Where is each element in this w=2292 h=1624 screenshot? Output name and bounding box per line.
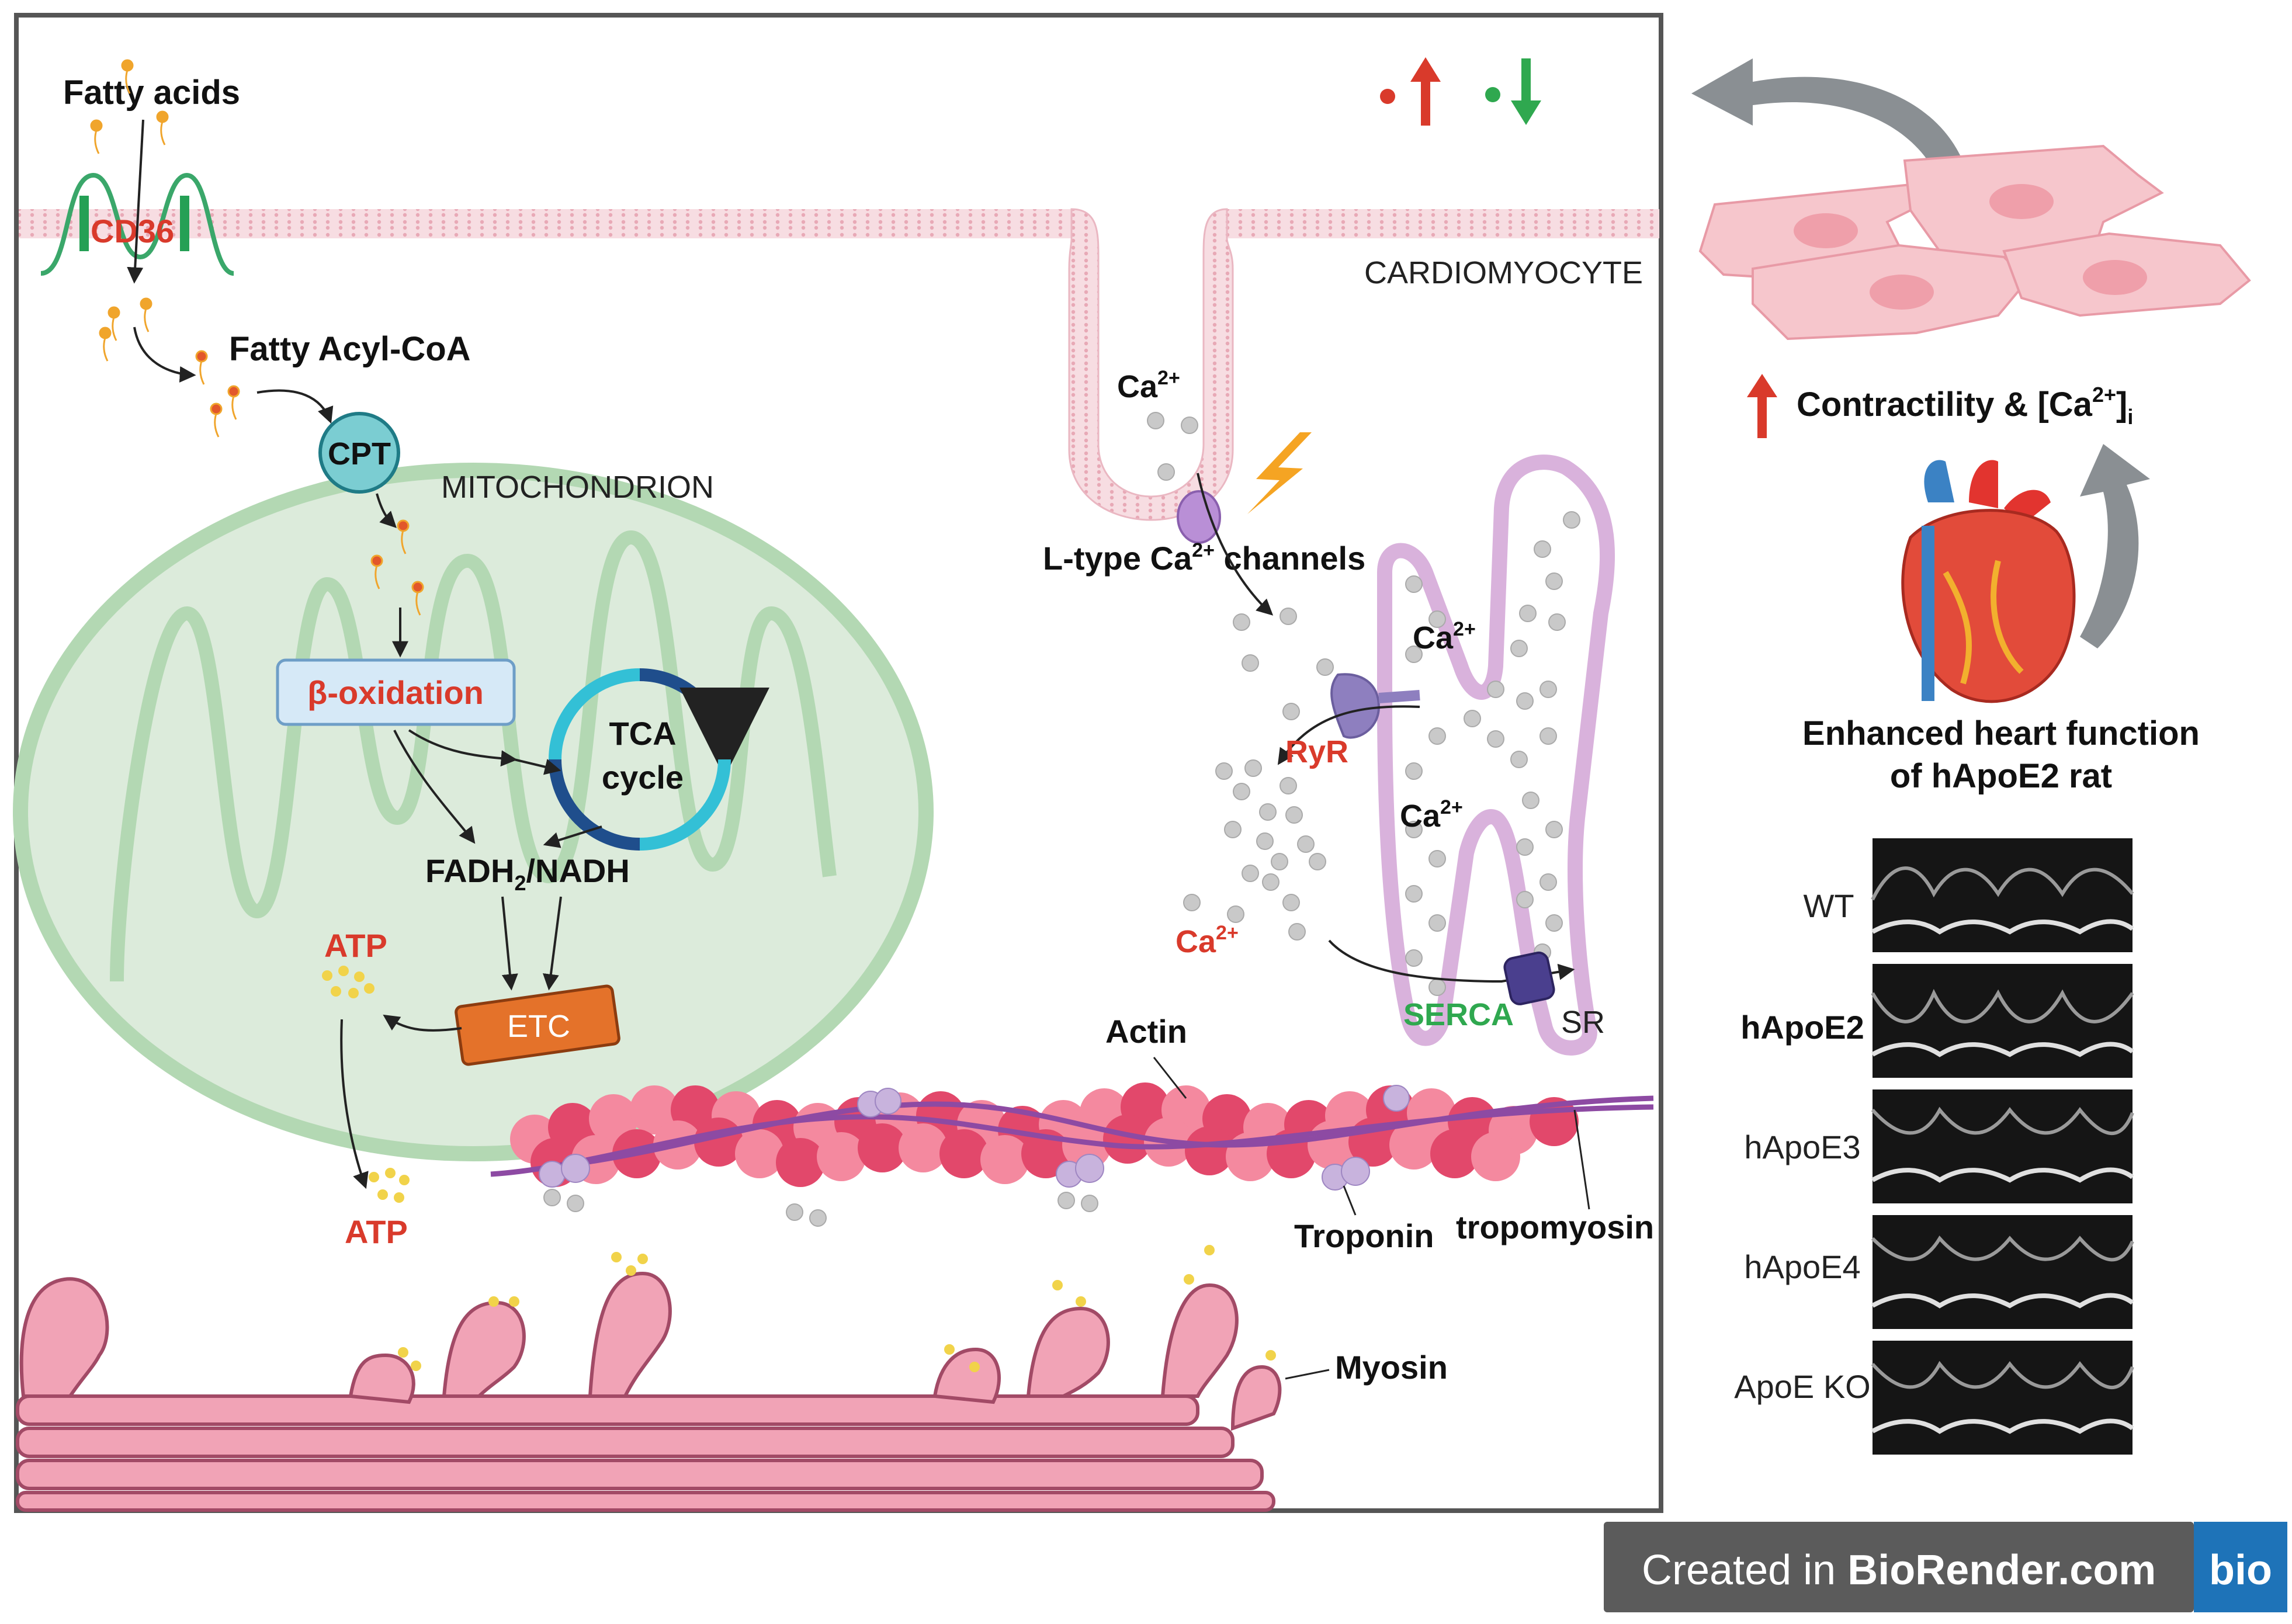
legend-red-dot: [1380, 89, 1395, 104]
biorender-logo-icon: bio: [2209, 1547, 2272, 1594]
beta-oxidation-box: β-oxidation: [276, 658, 516, 726]
ryr-label: RyR: [1285, 734, 1348, 769]
cpt-transporter: CPT: [318, 412, 400, 494]
ca-ions-troponin: [543, 1189, 1098, 1227]
cpt-entry-arrow: [256, 389, 334, 424]
heart-up-arrow-icon: [2080, 444, 2150, 648]
fatty-acid-entry-arrow: [127, 119, 144, 284]
atp-outside-dots: [369, 1168, 410, 1203]
tca-to-fadh-arrow: [543, 825, 602, 848]
echo-panel-wt: [1871, 838, 2134, 952]
beta-to-fadh-arrow: [393, 730, 476, 844]
enhanced-label-line2: of hApoE2 rat: [1890, 757, 2112, 795]
fatty-acyl-coa-label: Fatty Acyl-CoA: [229, 330, 471, 368]
ca-tubule-label: Ca2+: [1117, 367, 1180, 404]
serca-uptake-arrow: [1328, 939, 1575, 983]
cd36-label: CD36: [91, 213, 174, 249]
tca-cycle: TCA cycle: [549, 668, 769, 851]
acyl-coa-arrow: [133, 327, 196, 383]
up-arrow-icon: [1410, 57, 1441, 126]
cpt-exit-arrow: [376, 493, 397, 528]
myosin-filaments: [16, 1271, 1282, 1512]
myosin-leader: [1285, 1369, 1330, 1380]
cpt-label: CPT: [328, 436, 391, 471]
etc-to-atp-arrow: [383, 1014, 462, 1032]
l-type-influx-arrow: [1197, 473, 1274, 616]
atp-inside-dots: [322, 966, 375, 998]
contractility-up-arrow: [1747, 374, 1777, 438]
down-arrow-icon: [1511, 58, 1541, 125]
tropomyosin-strand: [490, 1095, 1654, 1177]
echo-label-hapoe3: hApoE3: [1744, 1129, 1860, 1165]
myosin-label: Myosin: [1335, 1349, 1448, 1386]
troponin-leader: [1343, 1185, 1357, 1216]
sr-label: SR: [1561, 1005, 1605, 1040]
cd36-transporter: [40, 172, 234, 276]
atp-out-arrow: [340, 1019, 369, 1189]
fadh-nadh-label: FADH2/NADH: [425, 852, 630, 895]
ca-sr-lower-label: Ca2+: [1400, 796, 1463, 834]
fatty-acids-label: Fatty acids: [63, 74, 240, 112]
legend: [1380, 57, 1541, 126]
tropomyosin-label: tropomyosin: [1456, 1209, 1654, 1245]
echo-panel-hapoe2: [1871, 964, 2134, 1078]
echo-panel-hapoe3: [1871, 1089, 2134, 1203]
etc-complex: ETC: [455, 984, 620, 1066]
ca-ions-tubule: [1147, 412, 1198, 481]
lightning-icon: [1247, 432, 1312, 514]
troponin-complexes: [539, 1085, 1410, 1191]
serca-pump: [1503, 951, 1555, 1005]
tca-entry-arrow: [514, 758, 561, 775]
plasma-membrane: [19, 208, 1659, 521]
tca-label-line2: cycle: [602, 759, 684, 796]
mitochondrion-label: MITOCHONDRION: [441, 470, 714, 505]
curved-arrow-icon: [1691, 58, 1969, 181]
echo-label-hapoe4: hApoE4: [1744, 1248, 1860, 1285]
beta-oxidation-label: β-oxidation: [307, 674, 484, 711]
ryr-release-arrow: [1277, 705, 1420, 765]
serca-label: SERCA: [1403, 997, 1514, 1032]
l-type-channel: [1177, 490, 1221, 544]
biorender-created-text: Created in BioRender.com: [1642, 1547, 2156, 1594]
mitochondrion: [13, 463, 934, 1161]
fadh-to-etc-arrow-1: [501, 896, 518, 991]
sarcoplasmic-reticulum: [1377, 454, 1615, 1056]
fadh-to-etc-arrow-2: [542, 896, 562, 991]
tropomyosin-leader: [1573, 1109, 1590, 1210]
actin-leader: [1153, 1057, 1187, 1099]
echo-label-wt: WT: [1803, 887, 1854, 924]
ca-ions-cytosol: [1183, 608, 1334, 941]
echo-label-hapoe2: hApoE2: [1740, 1009, 1864, 1046]
l-type-channel-label: L-type Ca2+ channels: [1043, 539, 1365, 577]
atp-inside-label: ATP: [324, 927, 387, 964]
beta-to-tca-arrow: [408, 729, 518, 767]
echo-panel-apoe-ko: [1871, 1341, 2134, 1455]
cardiomyocyte-label: CARDIOMYOCYTE: [1364, 255, 1643, 290]
legend-green-dot: [1485, 87, 1500, 102]
atp-myosin-dots: [398, 1245, 1276, 1372]
echo-panel-hapoe4: [1871, 1215, 2134, 1329]
heart-icon: [1901, 460, 2076, 703]
contractility-label: Contractility & [Ca2+]i: [1797, 383, 2133, 429]
fatty-acyl-coa-icon: [195, 350, 240, 438]
ca-sr-upper-label: Ca2+: [1413, 618, 1476, 655]
tca-label-line1: TCA: [609, 715, 676, 752]
echo-label-apoe-ko: ApoE KO: [1734, 1368, 1870, 1405]
actin-label: Actin: [1105, 1013, 1187, 1050]
ryr-channel: [1330, 673, 1420, 739]
atp-outside-label: ATP: [345, 1213, 408, 1250]
cardiomyocyte-cells-icon: [1698, 144, 2251, 341]
enhanced-label-line1: Enhanced heart function: [1802, 714, 2200, 752]
fatty-acid-icon: [90, 59, 169, 362]
biorender-banner[interactable]: Created in BioRender.com bio: [1604, 1522, 2287, 1612]
ca-ions-sr: [1405, 511, 1580, 996]
troponin-label: Troponin: [1294, 1217, 1434, 1254]
ca-cytosol-label: Ca2+: [1176, 922, 1239, 959]
etc-label: ETC: [507, 1009, 570, 1044]
